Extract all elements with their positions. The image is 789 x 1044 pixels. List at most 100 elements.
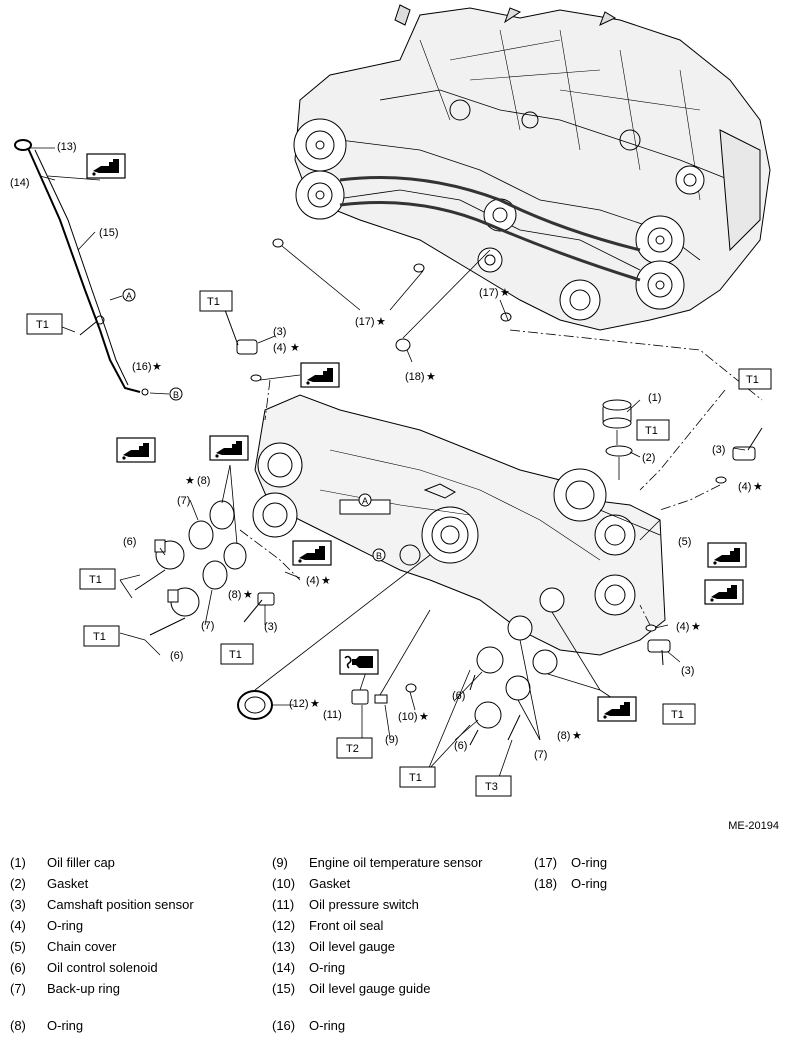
callout-3: (3) (681, 665, 694, 677)
callout-18: (18) (405, 371, 425, 383)
torque-label: T2 (346, 743, 359, 755)
star-mark: ★ (426, 371, 436, 383)
torque-label: T1 (409, 772, 422, 784)
legend-number: (10) (272, 876, 296, 891)
legend-part-name: Oil pressure switch (309, 897, 419, 912)
legend-item: (18) O-ring (534, 876, 607, 891)
legend-number: (8) (10, 1018, 26, 1033)
star-mark: ★ (310, 698, 320, 710)
circle-ref-labels: A B A B (126, 291, 382, 561)
star-mark: ★ (152, 361, 162, 373)
star-mark: ★ (376, 316, 386, 328)
torque-label: T1 (89, 574, 102, 586)
legend-part-name: O-ring (47, 1018, 84, 1033)
legend-part-name: O-ring (309, 1018, 346, 1033)
legend-part-name: O-ring (309, 960, 346, 975)
legend-number: (11) (272, 897, 295, 912)
legend-number: (18) (534, 876, 558, 891)
pointer-lines (30, 147, 746, 781)
legend-part-name: Gasket (309, 876, 351, 891)
camshaft-sensors (224, 309, 763, 666)
star-mark: ★ (185, 475, 195, 487)
legend-number: (6) (10, 960, 26, 975)
torque-label: T3 (485, 781, 498, 793)
star-mark: ★ (321, 575, 331, 587)
torque-label: T1 (671, 709, 684, 721)
legend-item: (5) Chain cover (10, 939, 116, 954)
torque-boxes (26, 290, 772, 797)
callout-7: (7) (177, 495, 190, 507)
callout-3: (3) (273, 326, 286, 338)
legend-part-name: Camshaft position sensor (47, 897, 194, 912)
legend-part-name: Front oil seal (309, 918, 384, 933)
callout-17: (17) (479, 287, 499, 299)
legend-item: (13)Oil level gauge (272, 939, 395, 954)
callout-9: (9) (385, 734, 398, 746)
parts-legend: (1)Oil filler cap (2)Gasket (3)Camshaft … (0, 855, 789, 1040)
torque-label: T1 (36, 319, 49, 331)
legend-item: (10) Gasket (272, 876, 350, 891)
legend-item: (11) Oil pressure switch (272, 897, 419, 912)
torque-label: T1 (645, 425, 658, 437)
callout-2: (2) (642, 452, 655, 464)
liquid-gasket-icon (339, 649, 379, 675)
legend-item: (2) Gasket (10, 876, 88, 891)
callout-8: (8) (228, 589, 241, 601)
callout-3: (3) (264, 621, 277, 633)
right-solenoids (469, 587, 565, 746)
callout-6: (6) (454, 740, 467, 752)
callout-4: (4) (676, 621, 689, 633)
legend-number: (5) (10, 939, 26, 954)
oil-filler-cap (602, 399, 633, 480)
figure-reference-code: ME-20194 (728, 820, 779, 832)
legend-number: (14) (272, 960, 296, 975)
legend-item: (12)Front oil seal (272, 918, 383, 933)
star-mark: ★ (290, 342, 300, 354)
star-mark: ★ (753, 481, 763, 493)
callout-17: (17) (355, 316, 375, 328)
callout-labels: (13) (14) (15) (16) (3) (4) (17) (17) (1… (10, 141, 751, 761)
callout-13: (13) (57, 141, 77, 153)
callout-4: (4) (273, 342, 286, 354)
legend-part-name: Engine oil temperature sensor (309, 855, 483, 870)
torque-label: T1 (229, 649, 242, 661)
torque-label: T1 (746, 374, 759, 386)
legend-part-name: O-ring (47, 918, 84, 933)
legend-item: (7)Back-up ring (10, 981, 120, 996)
legend-item: (6)Oil control solenoid (10, 960, 158, 975)
legend-item: (14) O-ring (272, 960, 345, 975)
callout-16: (16) (132, 361, 152, 373)
callout-6: (6) (170, 650, 183, 662)
exploded-diagram: T1 T1 T1 T1 T1 T1 T1 T1 T2 T1 T3 A B A B… (10, 4, 772, 797)
legend-number: (2) (10, 876, 26, 891)
torque-label: T1 (93, 631, 106, 643)
chain-cover (252, 394, 666, 656)
legend-item: (4) O-ring (10, 918, 83, 933)
legend-item: (3)Camshaft position sensor (10, 897, 194, 912)
callout-4: (4) (738, 481, 751, 493)
ref-b: B (376, 551, 382, 561)
star-mark: ★ (500, 287, 510, 299)
legend-item: (9) Engine oil temperature sensor (272, 855, 482, 870)
legend-part-name: Gasket (47, 876, 89, 891)
legend-part-name: Chain cover (47, 939, 117, 954)
legend-item: (8) O-ring (10, 1018, 83, 1033)
o-ring-17-18 (272, 238, 512, 363)
callout-8: (8) (197, 475, 210, 487)
legend-number: (16) (272, 1018, 296, 1033)
star-mark: ★ (572, 730, 582, 742)
callout-12: (12) (289, 698, 309, 710)
legend-number: (15) (272, 981, 296, 996)
legend-item: (15)Oil level gauge guide (272, 981, 430, 996)
legend-number: (13) (272, 939, 296, 954)
star-mark: ★ (691, 621, 701, 633)
callout-6: (6) (123, 536, 136, 548)
callout-4: (4) (306, 575, 319, 587)
legend-number: (4) (10, 918, 26, 933)
legend-number: (9) (272, 855, 288, 870)
torque-label: T1 (207, 296, 220, 308)
legend-part-name: O-ring (571, 876, 608, 891)
callout-6: (6) (452, 690, 465, 702)
legend-part-name: O-ring (571, 855, 608, 870)
front-seal-and-sensors (237, 554, 431, 720)
